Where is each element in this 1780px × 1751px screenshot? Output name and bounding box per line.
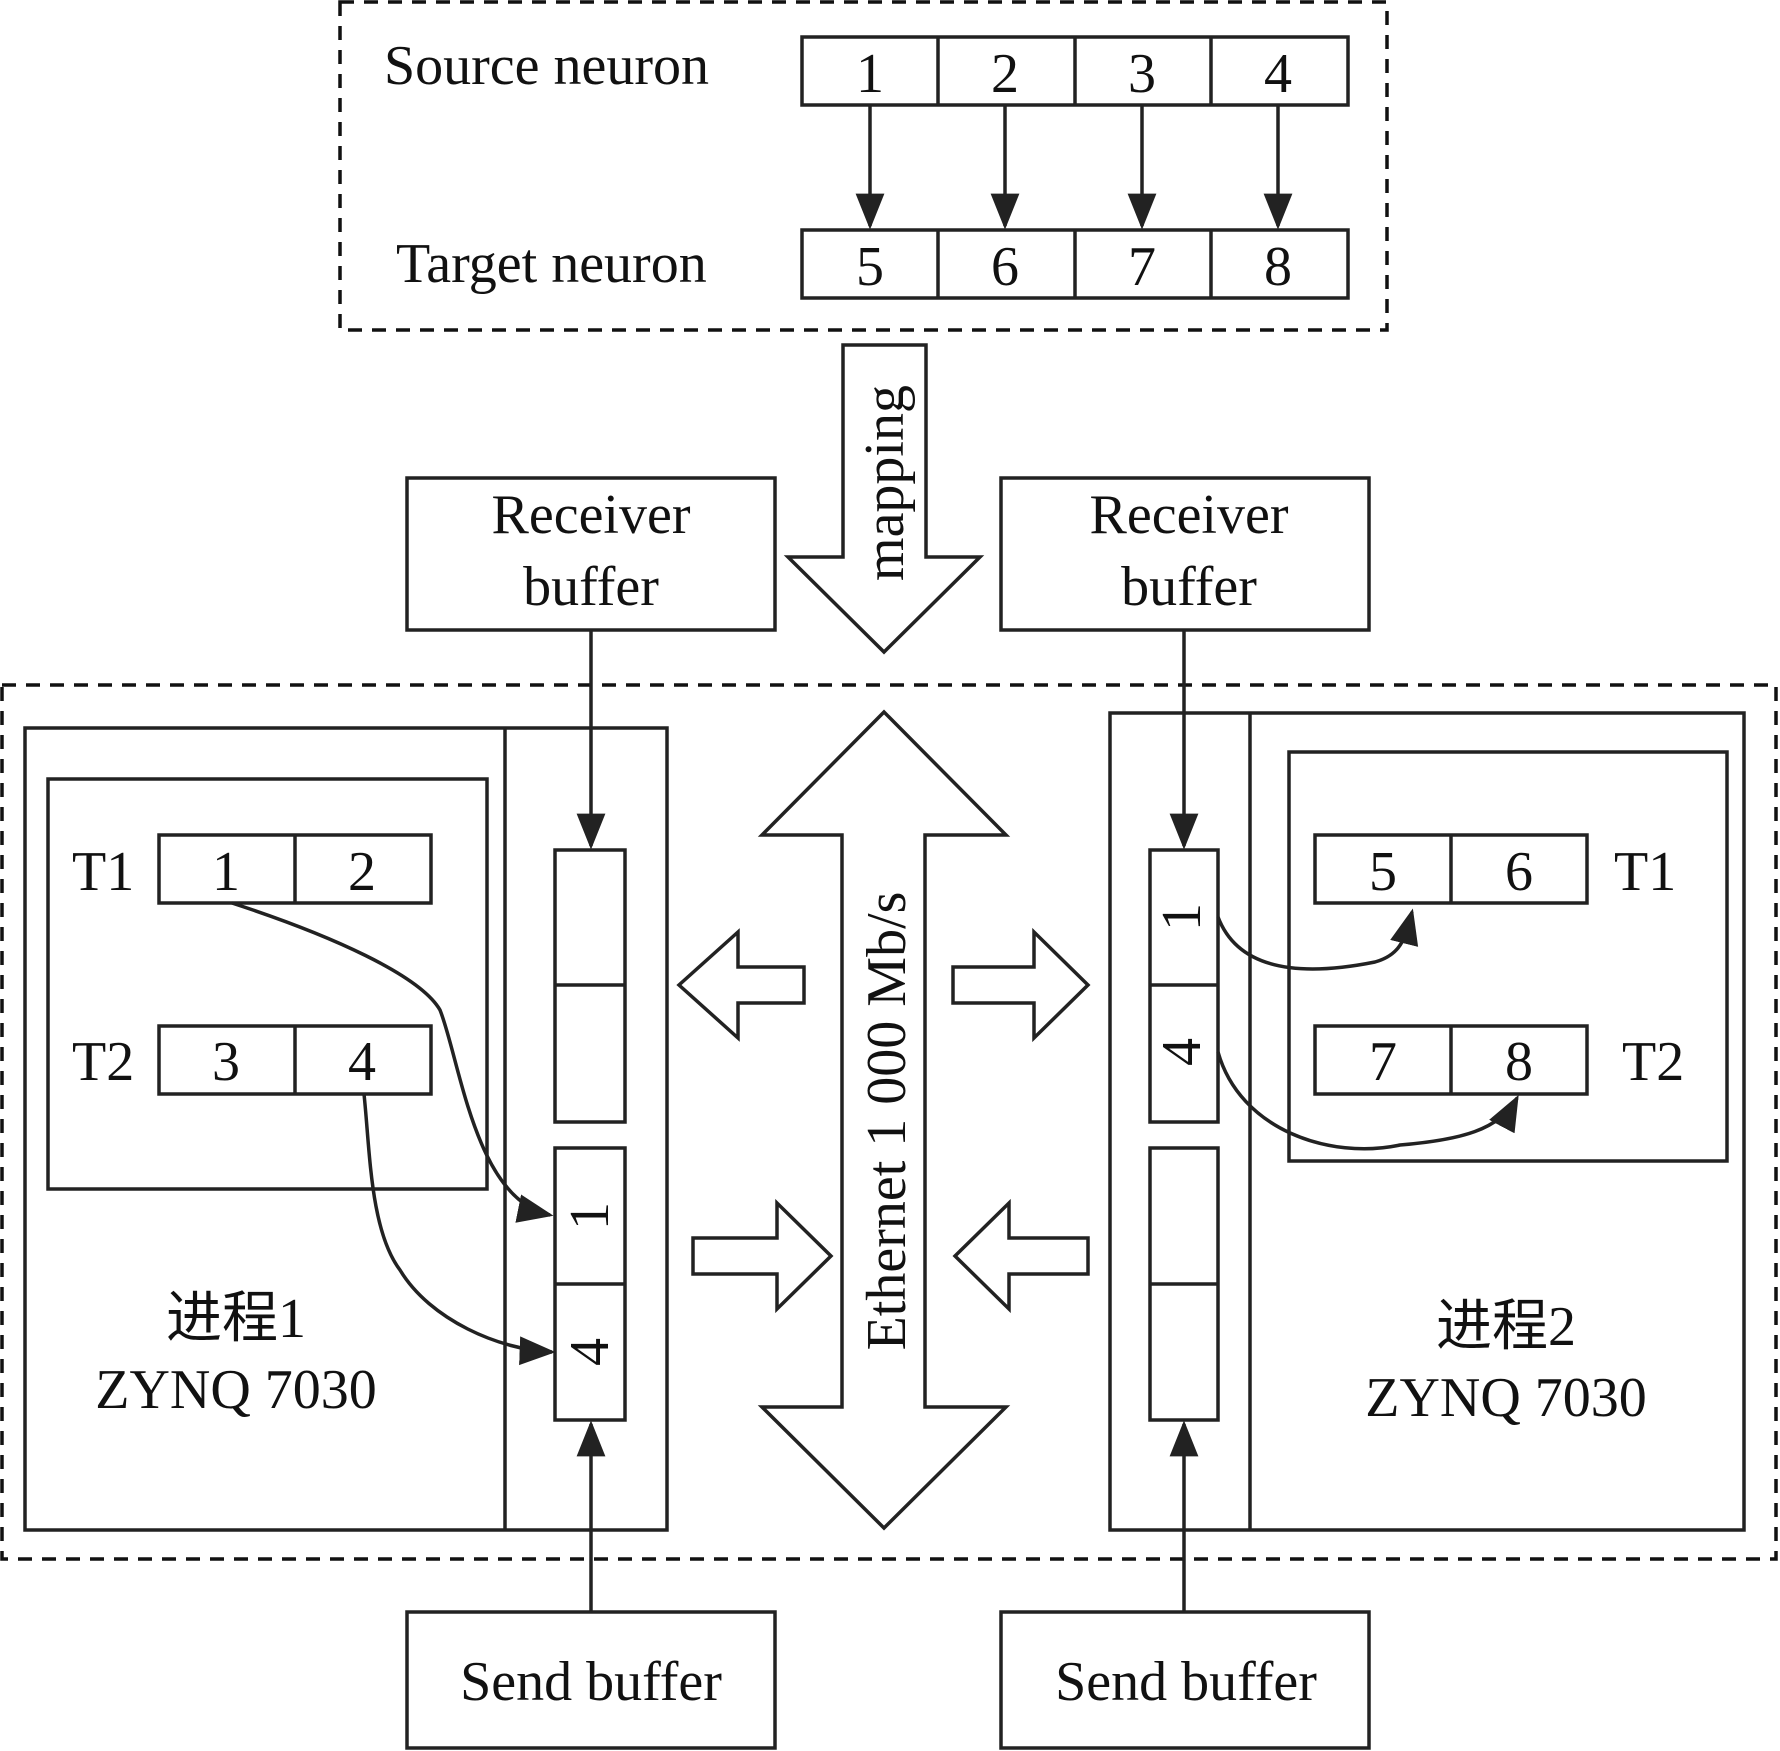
mapping-table-frame [338, 0, 1389, 332]
receiver-buffer-label: Receiver [1090, 484, 1289, 546]
t1-label: T1 [72, 841, 134, 903]
mapping-label: mapping [854, 385, 916, 581]
t2-cell: 8 [1505, 1031, 1533, 1093]
source-neuron-label: Source neuron [384, 35, 709, 97]
receiver-buffer-1: Receiver buffer [405, 476, 777, 632]
send-buffer-label: Send buffer [1055, 1651, 1317, 1713]
t1-cell: 2 [348, 841, 376, 903]
target-cell: 6 [991, 236, 1019, 298]
process2-to-ethernet-arrow [952, 1198, 1090, 1314]
receiver-buffer-label: buffer [523, 556, 659, 618]
process1-thread-area [46, 777, 489, 1191]
mapping-big-arrow: mapping [783, 343, 985, 655]
receiver-buffer-2: Receiver buffer [999, 476, 1371, 632]
t2-cell: 4 [348, 1031, 376, 1093]
recv-slot: 4 [1151, 1038, 1213, 1066]
ethernet-to-process1-arrow [676, 928, 806, 1042]
neuron-4-to-send-arrow [362, 1093, 556, 1366]
mapping-table: Source neuron Target neuron 1 2 3 4 5 6 … [338, 0, 1389, 332]
process1-to-ethernet-arrow [691, 1198, 834, 1314]
source-cell: 2 [991, 43, 1019, 105]
t1-cell: 6 [1505, 841, 1533, 903]
ethernet-label: Ethernet 1 000 Mb/s [856, 892, 918, 1351]
t2-label: T2 [1622, 1031, 1684, 1093]
send-buffer-1: Send buffer [405, 1610, 777, 1750]
t1-cell: 1 [212, 841, 240, 903]
send-buffer-2: Send buffer [999, 1610, 1371, 1750]
send-slot: 4 [559, 1338, 621, 1366]
recv-slot: 1 [1151, 903, 1213, 931]
t2-cell: 3 [212, 1031, 240, 1093]
process1-name: 进程1 [166, 1288, 306, 1350]
t2-label: T2 [72, 1031, 134, 1093]
receiver-buffer-label: buffer [1121, 556, 1257, 618]
target-cell: 8 [1264, 236, 1292, 298]
slot-1-to-neuron-arrow [1216, 908, 1419, 971]
target-cell: 7 [1128, 236, 1156, 298]
neuron-1-to-send-arrow [231, 901, 554, 1223]
process2-chip: ZYNQ 7030 [1365, 1367, 1647, 1429]
ethernet-bus: Ethernet 1 000 Mb/s [757, 709, 1011, 1531]
t1-label: T1 [1614, 841, 1676, 903]
send-slot: 1 [559, 1202, 621, 1230]
target-cell: 5 [856, 236, 884, 298]
receiver-buffer-label: Receiver [492, 484, 691, 546]
process2-thread-area [1287, 750, 1729, 1163]
process1-chip: ZYNQ 7030 [95, 1359, 377, 1421]
source-cell: 3 [1128, 43, 1156, 105]
t2-cell: 7 [1369, 1031, 1397, 1093]
process2-board: 5 6 T1 7 8 T2 进程2 ZYNQ 7030 1 4 [1108, 711, 1746, 1532]
t1-cell: 5 [1369, 841, 1397, 903]
process1-board: T1 1 2 T2 3 4 进程1 ZYNQ 7030 1 4 [23, 726, 669, 1532]
source-cell: 1 [856, 43, 884, 105]
source-cell: 4 [1264, 43, 1292, 105]
target-neuron-label: Target neuron [396, 233, 707, 295]
process2-name: 进程2 [1436, 1296, 1576, 1358]
system-frame [0, 683, 1778, 1561]
slot-4-to-neuron-arrow [1216, 1051, 1519, 1151]
send-buffer-label: Send buffer [460, 1651, 722, 1713]
ethernet-to-process2-arrow [951, 927, 1091, 1043]
